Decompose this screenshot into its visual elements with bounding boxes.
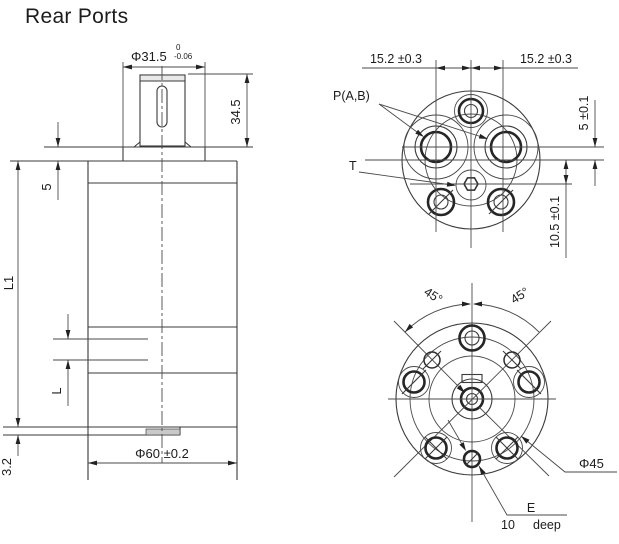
label-port-e-depth-word: deep bbox=[533, 518, 561, 532]
port-E-hole bbox=[462, 449, 482, 469]
bolt-hole-right bbox=[513, 366, 545, 398]
dim-port-spacing-right: 15.2 ±0.3 bbox=[520, 52, 572, 66]
label-port-e-depth-num: 10 bbox=[501, 518, 515, 532]
dim-bolt-circle: Φ45 bbox=[579, 456, 604, 471]
dim-shaft-tol-upper: 0 bbox=[176, 43, 181, 52]
rear-port-boss bbox=[145, 428, 181, 436]
bolt-hole-bottom-right bbox=[491, 432, 523, 464]
dim-angle-left: 45° bbox=[421, 285, 444, 307]
thread-hole-upper-right bbox=[502, 350, 522, 370]
dim-body-diameter: Φ60 ±0.2 bbox=[135, 446, 189, 461]
dim-port-offset: 5 ±0.1 bbox=[577, 96, 591, 131]
bolt-hole-bottom-left bbox=[420, 432, 452, 464]
label-ports: P(A,B) bbox=[333, 89, 370, 103]
dim-angle-right: 45° bbox=[508, 285, 531, 307]
dim-plate-thickness: 3.2 bbox=[0, 458, 14, 476]
dim-tank-offset: 10.5 ±0.1 bbox=[548, 196, 562, 248]
shaft-boss bbox=[139, 74, 186, 147]
thread-hole-upper-left bbox=[422, 350, 442, 370]
label-tank: T bbox=[349, 159, 357, 173]
mounting-face-dimensions: 45° 45° Φ45 E 10 deep bbox=[404, 285, 617, 532]
dim-port-band: L bbox=[49, 387, 64, 394]
screw-hole-right bbox=[486, 187, 516, 217]
dim-pilot-height: 5 bbox=[39, 183, 54, 190]
dim-shaft-tol-lower: -0.06 bbox=[174, 52, 193, 61]
page-title: Rear Ports bbox=[25, 5, 128, 28]
bolt-hole-left bbox=[398, 366, 430, 398]
dim-shaft-diameter: Φ31.5 bbox=[131, 49, 167, 64]
side-view bbox=[3, 66, 253, 480]
side-view-dimensions: Φ31.5 0 -0.06 34.5 5 L1 L 3.2 Φ60 ±0.2 bbox=[0, 43, 253, 476]
bolt-hole-top bbox=[458, 324, 486, 352]
shaft-chamfer bbox=[141, 76, 184, 81]
screw-hole-left bbox=[426, 187, 456, 217]
port-face-view bbox=[365, 60, 604, 248]
mounting-face-view bbox=[388, 283, 556, 522]
label-port-e: E bbox=[527, 501, 535, 515]
port-face-dimensions: 15.2 ±0.3 15.2 ±0.3 5 ±0.1 10.5 ±0.1 P(A… bbox=[333, 52, 598, 258]
dim-body-length: L1 bbox=[1, 276, 16, 290]
dim-port-spacing-left: 15.2 ±0.3 bbox=[370, 52, 422, 66]
dim-shaft-length: 34.5 bbox=[228, 99, 243, 124]
